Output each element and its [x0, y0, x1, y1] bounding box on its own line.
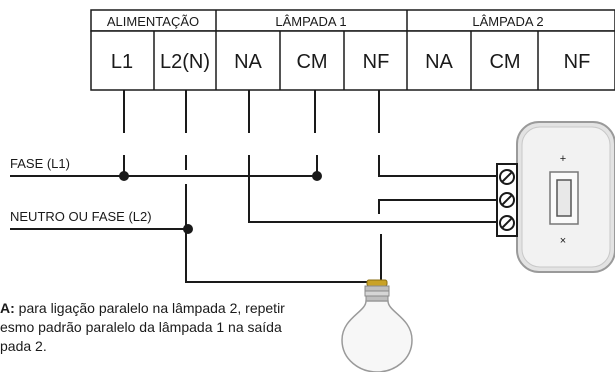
note-line-2: esmo padrão paralelo da lâmpada 1 na saí…	[0, 319, 282, 335]
terminal-lampada1-na: NA	[234, 51, 262, 73]
terminal-l2n: L2(N)	[160, 51, 210, 73]
terminal-lampada1-nf: NF	[363, 51, 390, 73]
terminal-l1: L1	[111, 51, 133, 73]
group-header-alimentacao: ALIMENTAÇÃO	[107, 14, 199, 29]
label-fase: FASE (L1)	[10, 156, 70, 171]
svg-text:+: +	[560, 153, 566, 165]
wire-na1-to-switch	[248, 155, 497, 223]
light-switch-icon: + ×	[496, 121, 615, 273]
terminal-lampada2-nf: NF	[564, 51, 591, 73]
terminal-block: ALIMENTAÇÃO LÂMPADA 1 LÂMPADA 2 L1 L2(N)…	[90, 9, 615, 91]
light-bulb-icon	[341, 279, 413, 373]
note-line-1: para ligação paralelo na lâmpada 2, repe…	[18, 300, 285, 316]
wire-lamp-to-switch	[378, 199, 497, 214]
junction-dot-l1	[119, 171, 129, 181]
terminal-lampada1-cm: CM	[296, 51, 327, 73]
junction-dot-l2	[183, 224, 193, 234]
wires	[10, 90, 497, 300]
installation-note: A: para ligação paralelo na lâmpada 2, r…	[0, 299, 330, 356]
wire-neutro-to-lamp	[185, 184, 375, 300]
terminal-lampada2-na: NA	[425, 51, 453, 73]
note-line-3: pada 2.	[0, 338, 47, 354]
group-header-lampada-2: LÂMPADA 2	[472, 14, 543, 29]
note-prefix: A:	[0, 300, 15, 316]
svg-text:×: ×	[560, 235, 566, 247]
terminal-lampada2-cm: CM	[489, 51, 520, 73]
label-neutro: NEUTRO OU FASE (L2)	[10, 209, 152, 224]
junction-dot-cm1	[312, 171, 322, 181]
wire-nf1-to-switch	[378, 155, 497, 177]
group-header-lampada-1: LÂMPADA 1	[275, 14, 346, 29]
